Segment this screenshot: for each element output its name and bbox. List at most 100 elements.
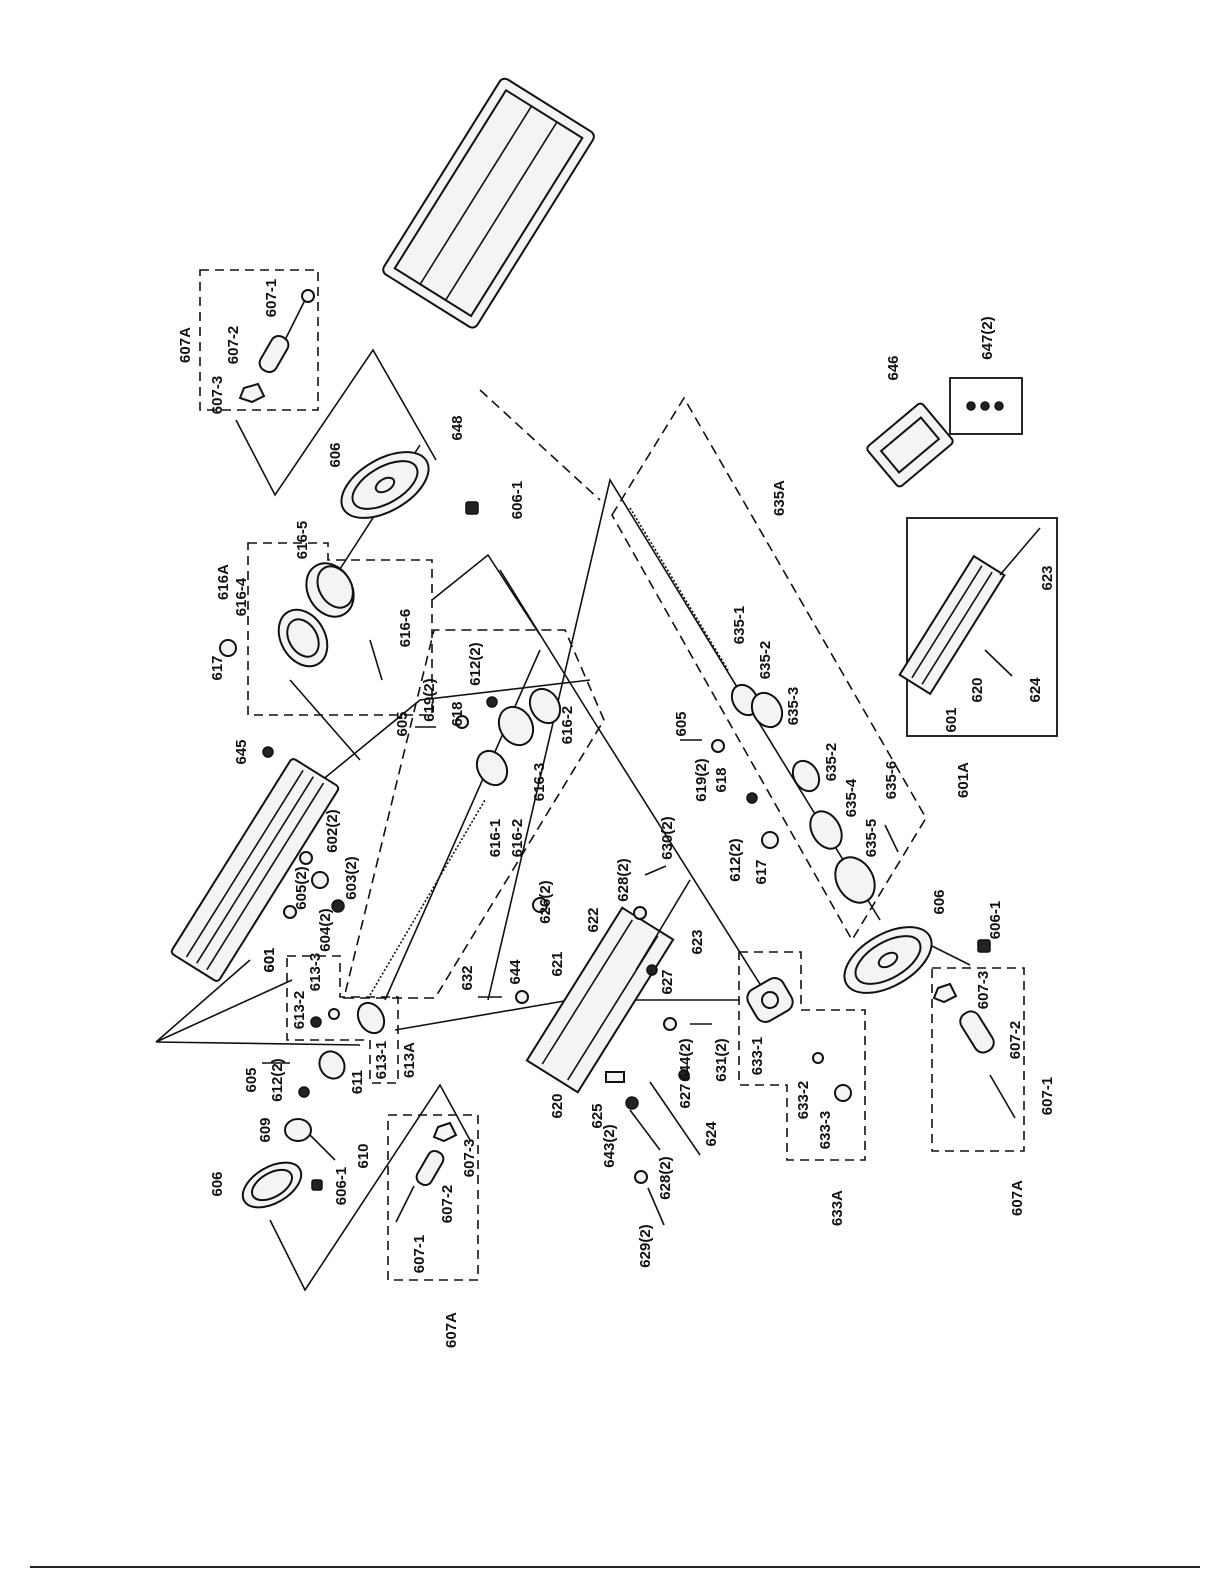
label-l607_3_low: 607-3 bbox=[461, 1139, 478, 1177]
part-648-base bbox=[382, 77, 595, 329]
label-l612_2_mid: 612(2) bbox=[727, 838, 744, 881]
part-607-1-low bbox=[395, 1185, 415, 1223]
part-602 bbox=[299, 851, 313, 865]
part-601-table bbox=[170, 758, 340, 982]
part-635-2-b bbox=[791, 759, 821, 793]
label-l603_2: 603(2) bbox=[343, 856, 360, 899]
part-635-5 bbox=[834, 856, 876, 904]
label-l607_2_right: 607-2 bbox=[1007, 1021, 1024, 1059]
part-603 bbox=[311, 871, 329, 889]
part-617-top bbox=[219, 639, 237, 657]
part-647-b bbox=[980, 401, 990, 411]
label-l601_left: 601 bbox=[261, 947, 278, 972]
bottom-rule bbox=[30, 1566, 1200, 1568]
line-601-diag bbox=[155, 959, 251, 1043]
box-607A-low bbox=[387, 1114, 479, 1281]
line-645 bbox=[309, 679, 591, 791]
label-l607_1_low: 607-1 bbox=[411, 1235, 428, 1273]
label-l646: 646 bbox=[885, 355, 902, 380]
label-l635_6: 635-6 bbox=[883, 761, 900, 799]
part-606-1-top bbox=[465, 501, 479, 515]
part-647-a bbox=[966, 401, 976, 411]
part-645 bbox=[262, 746, 274, 758]
label-l624_right: 624 bbox=[1027, 677, 1044, 703]
part-616-4 bbox=[277, 608, 329, 668]
label-l619_2_top: 619(2) bbox=[421, 678, 438, 721]
part-626 bbox=[532, 897, 548, 913]
part-629 bbox=[647, 1187, 665, 1226]
parts bbox=[170, 77, 1041, 1226]
label-l635_5: 635-5 bbox=[863, 819, 880, 857]
part-607-3-right bbox=[932, 982, 958, 1004]
label-l616_1: 616-1 bbox=[487, 819, 504, 857]
line-610 bbox=[309, 1134, 336, 1161]
part-633-3 bbox=[834, 1084, 852, 1102]
label-l624_mid: 624 bbox=[703, 1121, 720, 1147]
part-628-a bbox=[633, 906, 647, 920]
part-618-top bbox=[455, 715, 469, 729]
part-618-mid bbox=[711, 739, 725, 753]
part-606-wheel-right bbox=[843, 926, 933, 994]
part-607-top bbox=[238, 289, 315, 404]
label-l633_1: 633-1 bbox=[749, 1037, 766, 1075]
label-l601_main: 601 bbox=[261, 947, 278, 972]
part-605-2 bbox=[283, 905, 297, 919]
part-607-3-low bbox=[432, 1121, 458, 1143]
part-612-mid bbox=[746, 792, 758, 804]
part-624-mid bbox=[649, 1081, 701, 1156]
label-l629_2: 629(2) bbox=[637, 1224, 654, 1267]
label-l604_2: 604(2) bbox=[317, 908, 334, 951]
label-l617_mid: 617 bbox=[753, 859, 770, 884]
label-l605_top: 605 bbox=[394, 711, 411, 736]
label-l645: 645 bbox=[233, 739, 250, 764]
label-l607_1_top: 607-1 bbox=[263, 279, 280, 317]
label-l620_right: 620 bbox=[969, 677, 986, 702]
line-606-low-diamond bbox=[269, 1083, 471, 1292]
label-l613_2: 613-2 bbox=[291, 991, 308, 1029]
label-l606_low: 606 bbox=[209, 1171, 226, 1196]
label-l633_3: 633-3 bbox=[817, 1111, 834, 1149]
label-l628_2_b: 628(2) bbox=[657, 1156, 674, 1199]
label-l613A: 613A bbox=[401, 1042, 418, 1078]
box-647 bbox=[949, 377, 1023, 435]
part-613-2 bbox=[310, 1016, 322, 1028]
part-601A-table bbox=[898, 554, 1006, 696]
part-606-1-right bbox=[977, 939, 991, 953]
part-623-right bbox=[999, 527, 1041, 576]
part-607-2-low bbox=[415, 1149, 445, 1187]
label-l606_1_right: 606-1 bbox=[987, 901, 1004, 939]
label-l607A_top: 607A bbox=[177, 327, 194, 363]
label-l623_right: 623 bbox=[1039, 565, 1056, 590]
part-635-3 bbox=[750, 691, 784, 729]
part-616-2-b bbox=[475, 749, 509, 787]
label-l601_right: 601 bbox=[943, 707, 960, 732]
label-l606_1_top: 606-1 bbox=[509, 481, 526, 519]
part-612-low bbox=[298, 1086, 310, 1098]
label-l612_2_low: 612(2) bbox=[269, 1058, 286, 1101]
label-l607_3_top: 607-3 bbox=[209, 376, 226, 414]
part-609 bbox=[284, 1118, 312, 1142]
part-607-1-right bbox=[989, 1074, 1016, 1119]
part-607-2-right bbox=[959, 1010, 995, 1054]
label-l628_2_a: 628(2) bbox=[615, 858, 632, 901]
label-l606_top: 606 bbox=[327, 442, 344, 467]
label-l610: 610 bbox=[355, 1143, 372, 1168]
label-l627_a: 627 bbox=[659, 969, 676, 994]
label-l635_1: 635-1 bbox=[731, 606, 748, 644]
part-612-top bbox=[486, 696, 498, 708]
part-616-1-shaft bbox=[369, 799, 486, 996]
part-627-b bbox=[678, 1069, 690, 1081]
label-l605_low: 605 bbox=[243, 1067, 260, 1092]
label-l601A: 601A bbox=[955, 762, 972, 798]
part-625 bbox=[605, 1071, 625, 1083]
label-l605_mid: 605 bbox=[673, 711, 690, 736]
line-606-top-diamond bbox=[235, 348, 437, 497]
label-l644_2: 644(2) bbox=[677, 1038, 694, 1081]
part-616-2-a bbox=[528, 687, 562, 725]
label-l612_2_top: 612(2) bbox=[467, 642, 484, 685]
label-l616_4: 616-4 bbox=[233, 577, 250, 616]
box-613A bbox=[286, 955, 399, 1084]
line-601-triangle bbox=[155, 979, 293, 1043]
label-l616_3: 616-3 bbox=[531, 763, 548, 801]
label-l622: 622 bbox=[585, 907, 602, 932]
